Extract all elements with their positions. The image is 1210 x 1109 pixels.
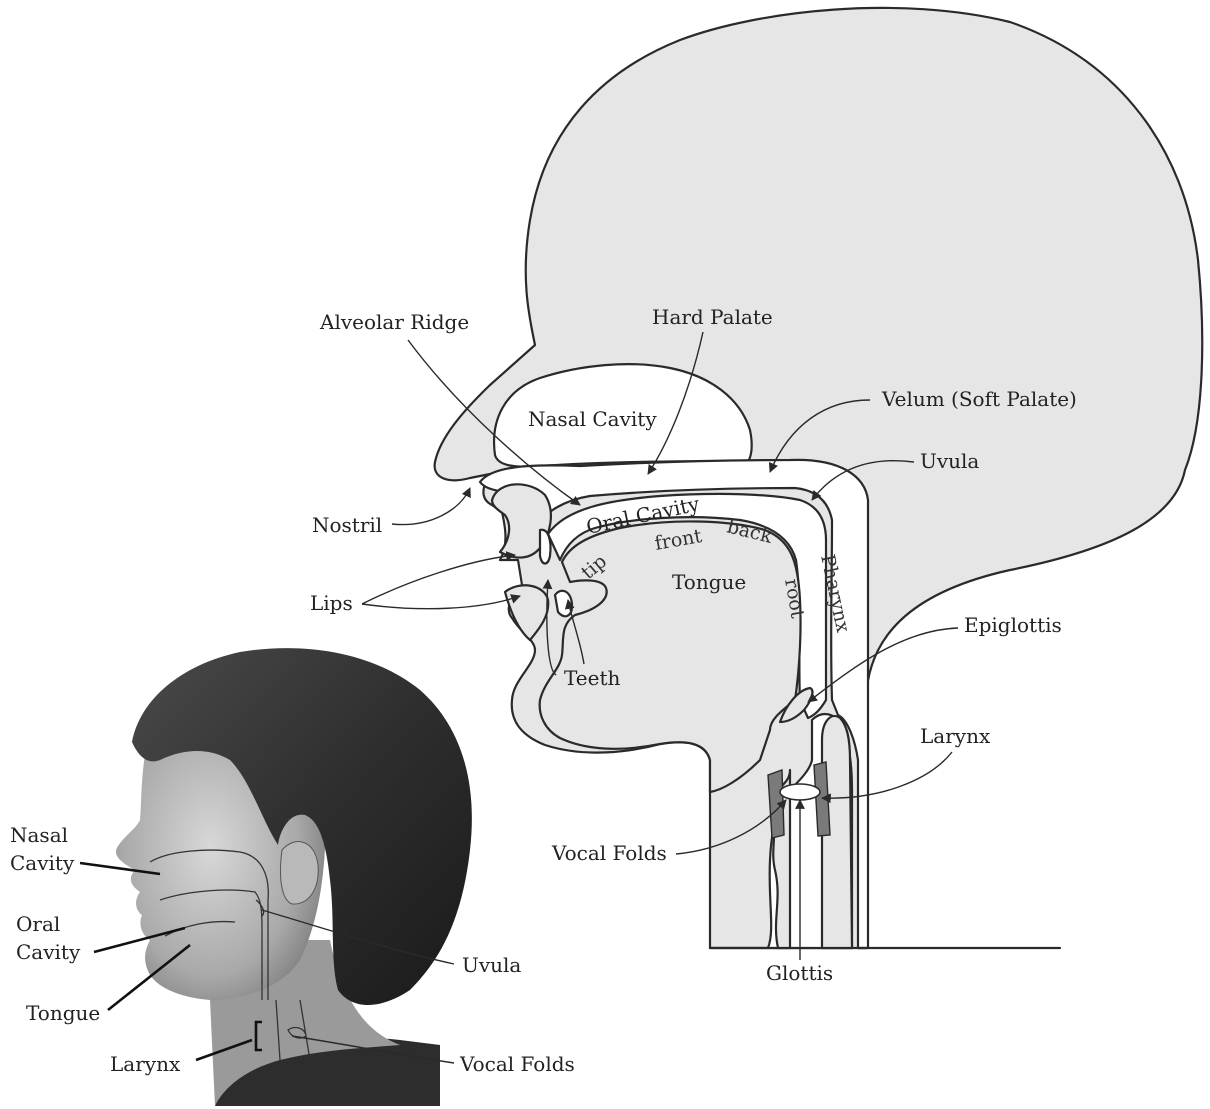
leader-lips-upper: [362, 555, 515, 604]
label-velum: Velum (Soft Palate): [881, 387, 1077, 411]
leader-nostril: [392, 488, 470, 525]
photo-label-tongue: Tongue: [26, 1001, 100, 1025]
label-larynx: Larynx: [920, 724, 991, 748]
photo-label-vocal-folds: Vocal Folds: [459, 1052, 575, 1076]
glottis-opening: [780, 784, 820, 800]
photo-label-oral-1: Oral: [16, 912, 60, 936]
photo-label-larynx: Larynx: [110, 1052, 181, 1076]
photo-label-oral-2: Cavity: [16, 940, 81, 964]
label-tongue: Tongue: [672, 570, 746, 594]
label-alveolar-ridge: Alveolar Ridge: [319, 310, 469, 334]
profile-photo: [108, 640, 472, 1106]
head-cross-section: [435, 8, 1203, 948]
label-teeth: Teeth: [564, 666, 620, 690]
photo-label-uvula: Uvula: [462, 953, 521, 977]
photo-label-nasal-1: Nasal: [10, 823, 68, 847]
upper-teeth: [540, 530, 551, 564]
label-nasal-cavity: Nasal Cavity: [528, 407, 657, 431]
leader-lips-lower: [362, 596, 520, 609]
label-vocal-folds: Vocal Folds: [551, 841, 667, 865]
label-nostril: Nostril: [312, 513, 382, 537]
label-uvula: Uvula: [920, 449, 979, 473]
label-hard-palate: Hard Palate: [652, 305, 773, 329]
photo-label-nasal-2: Cavity: [10, 851, 75, 875]
label-epiglottis: Epiglottis: [964, 613, 1062, 637]
label-glottis: Glottis: [766, 961, 833, 985]
label-lips: Lips: [310, 591, 353, 615]
